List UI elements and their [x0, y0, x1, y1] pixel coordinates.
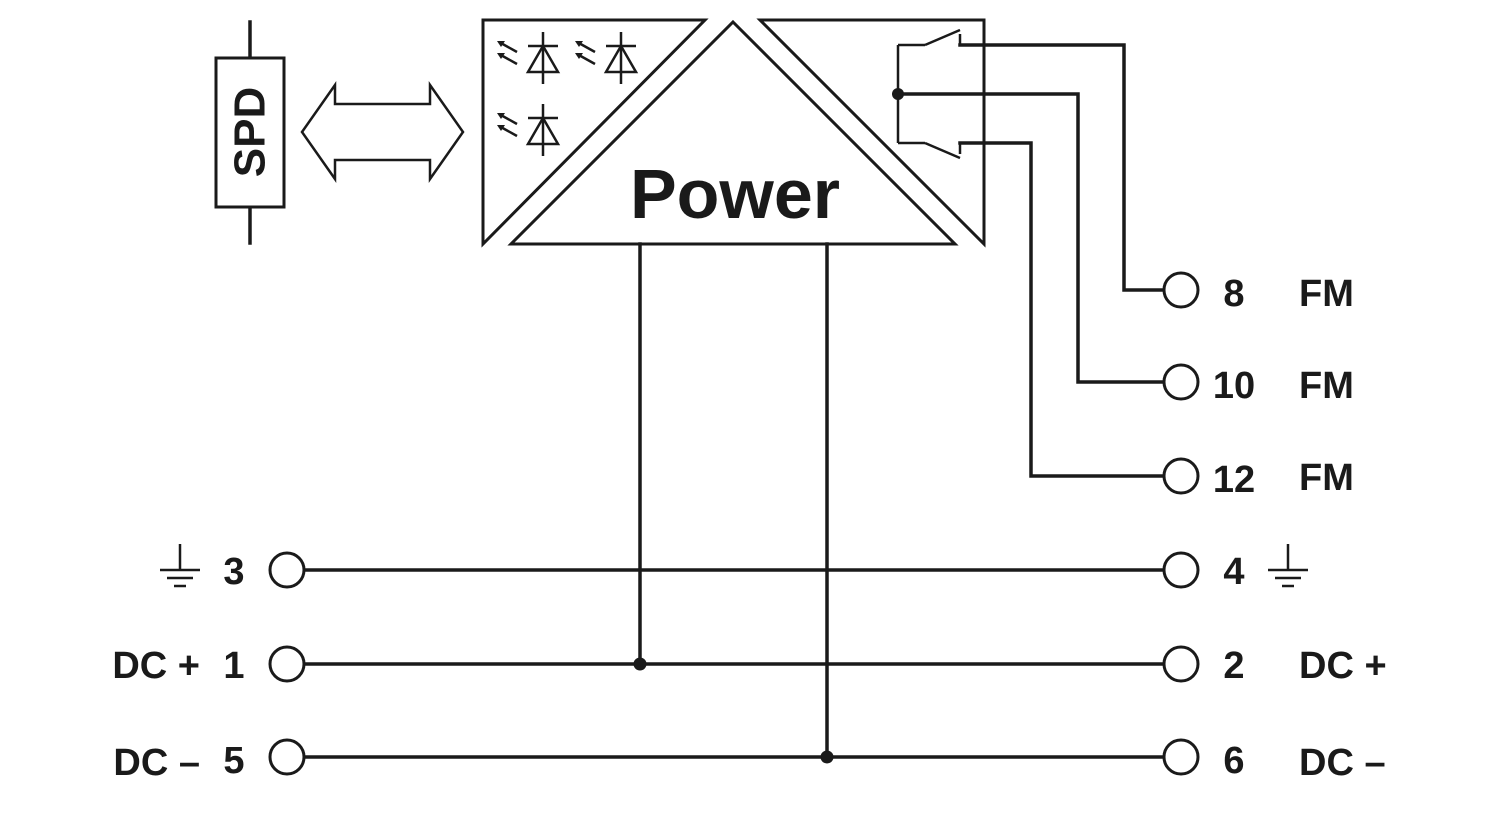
terminal-2-number: 2 [1223, 645, 1244, 687]
terminal-5 [268, 738, 306, 776]
terminal-10-number: 10 [1213, 365, 1255, 407]
terminal-8 [1162, 271, 1200, 309]
terminal-12 [1162, 457, 1200, 495]
terminal-5-number: 5 [223, 740, 244, 782]
ground-icon [160, 544, 200, 588]
power-label: Power [630, 155, 840, 233]
junction-dot [820, 750, 834, 764]
led-diode-icon [497, 104, 561, 156]
terminal-1-prefix: DC + [112, 645, 200, 687]
terminal-4 [1162, 551, 1200, 589]
terminal-5-prefix: DC – [113, 742, 200, 784]
spd-label: SPD [226, 87, 275, 177]
terminal-10 [1162, 363, 1200, 401]
terminal-12-number: 12 [1213, 459, 1255, 501]
double-arrow-icon [300, 81, 465, 183]
terminal-8-label: FM [1299, 273, 1354, 315]
terminal-6-suffix: DC – [1299, 742, 1386, 784]
led-diode-icon [497, 32, 561, 84]
relay-box [756, 18, 986, 248]
terminal-10-label: FM [1299, 365, 1354, 407]
led-diode-icon [575, 32, 639, 84]
led-indicator-box [481, 18, 709, 248]
terminal-3 [268, 551, 306, 589]
terminal-8-number: 8 [1223, 273, 1244, 315]
spd-component: SPD [214, 20, 286, 245]
relay-wires [896, 43, 1166, 478]
terminal-12-label: FM [1299, 457, 1354, 499]
terminal-1 [268, 645, 306, 683]
terminal-6-number: 6 [1223, 740, 1244, 782]
terminal-6 [1162, 738, 1200, 776]
junction-dot [633, 657, 647, 671]
terminal-2-suffix: DC + [1299, 645, 1387, 687]
terminal-2 [1162, 645, 1200, 683]
terminal-1-number: 1 [223, 645, 244, 687]
terminal-4-number: 4 [1223, 551, 1244, 593]
power-block: Power [507, 19, 959, 246]
ground-icon [1268, 544, 1308, 588]
terminal-3-number: 3 [223, 551, 244, 593]
